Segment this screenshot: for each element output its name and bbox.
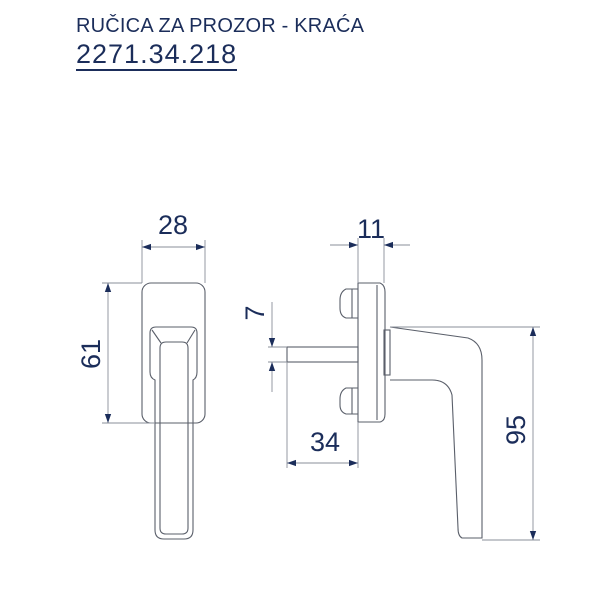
dimension-rose-width: 28 [158,210,188,240]
spindle [286,346,359,363]
drawing-title: RUČICA ZA PROZOR - KRAĆA [76,15,365,37]
handle-neck [383,329,391,376]
front-view: 28 61 [76,210,206,540]
dimension-rose-height: 61 [76,339,106,369]
handle-bevel-lines [151,329,196,344]
screw-boss-bottom [339,387,358,415]
dimension-spindle: 7 [240,305,270,320]
dimension-spindle-length: 34 [310,427,340,457]
side-view: 11 7 34 95 [240,214,540,541]
handle-inner-outline [159,341,189,535]
plate-side [357,282,386,423]
rose-plate [141,282,206,424]
dimension-projection: 11 [357,214,385,244]
screw-boss-top [339,288,358,319]
product-code: 2271.34.218 [76,39,238,71]
handle-outline [149,326,198,540]
dimension-handle-length: 95 [501,415,531,445]
handle-lever [389,326,483,539]
